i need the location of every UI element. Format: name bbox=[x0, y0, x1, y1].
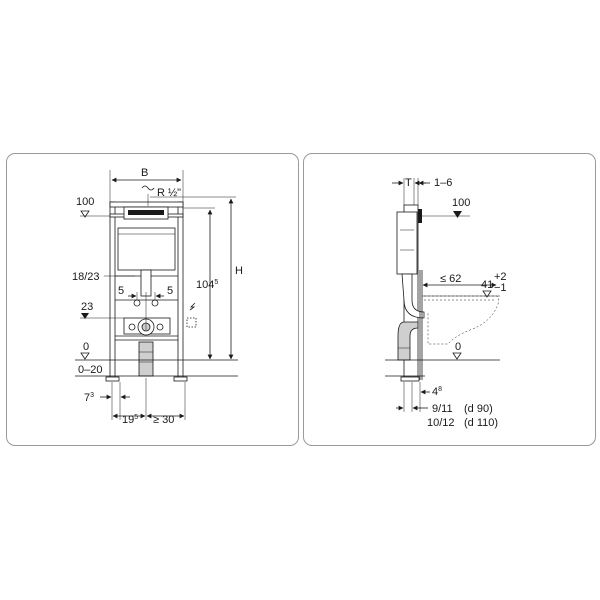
dimension-30: ≥ 30 bbox=[153, 414, 174, 426]
dimension-9-11: 9/11 bbox=[432, 403, 453, 415]
dimension-104: 1045 bbox=[196, 279, 218, 291]
dimension-41: 41 bbox=[481, 279, 493, 291]
dimension-10-12: 10/12 bbox=[427, 417, 455, 429]
level-0-side: 0 bbox=[455, 341, 461, 353]
level-symbol-100-front bbox=[80, 210, 90, 218]
pipe-d110: (d 110) bbox=[464, 417, 498, 429]
dimension-5-right: 5 bbox=[167, 285, 173, 297]
pipe-d90: (d 90) bbox=[464, 403, 493, 415]
dimension-7: 73 bbox=[84, 392, 94, 404]
side-frame-drawing bbox=[385, 178, 500, 412]
level-0-front: 0 bbox=[83, 341, 89, 353]
level-100-front: 100 bbox=[76, 196, 94, 208]
front-frame-drawing bbox=[75, 170, 238, 420]
dimension-41-tolerance-plus: +2 bbox=[494, 271, 507, 283]
connection-label: R ½" bbox=[157, 187, 181, 199]
dimension-thickness-t: T bbox=[405, 177, 412, 189]
level-symbol-23-front bbox=[81, 313, 89, 319]
level-100-side: 100 bbox=[452, 197, 470, 209]
dimension-4: 48 bbox=[432, 386, 442, 398]
level-symbol-0-side bbox=[452, 352, 462, 360]
dimension-1-6: 1–6 bbox=[434, 177, 452, 189]
dimension-41-tolerance-minus: −1 bbox=[494, 282, 507, 294]
dimension-height-h: H bbox=[235, 265, 243, 277]
level-symbol-0-front bbox=[80, 352, 90, 360]
range-0-20: 0–20 bbox=[78, 364, 102, 376]
dimension-width-b: B bbox=[141, 167, 148, 179]
dimension-5-left: 5 bbox=[118, 285, 124, 297]
dimension-62: ≤ 62 bbox=[440, 273, 461, 285]
level-symbol-41-side bbox=[482, 290, 492, 298]
side-view-panel bbox=[303, 153, 596, 446]
dimension-19: 195 bbox=[122, 414, 138, 426]
dimension-18-23: 18/23 bbox=[72, 271, 100, 283]
level-23-front: 23 bbox=[81, 301, 93, 313]
level-symbol-100-side bbox=[453, 211, 462, 218]
